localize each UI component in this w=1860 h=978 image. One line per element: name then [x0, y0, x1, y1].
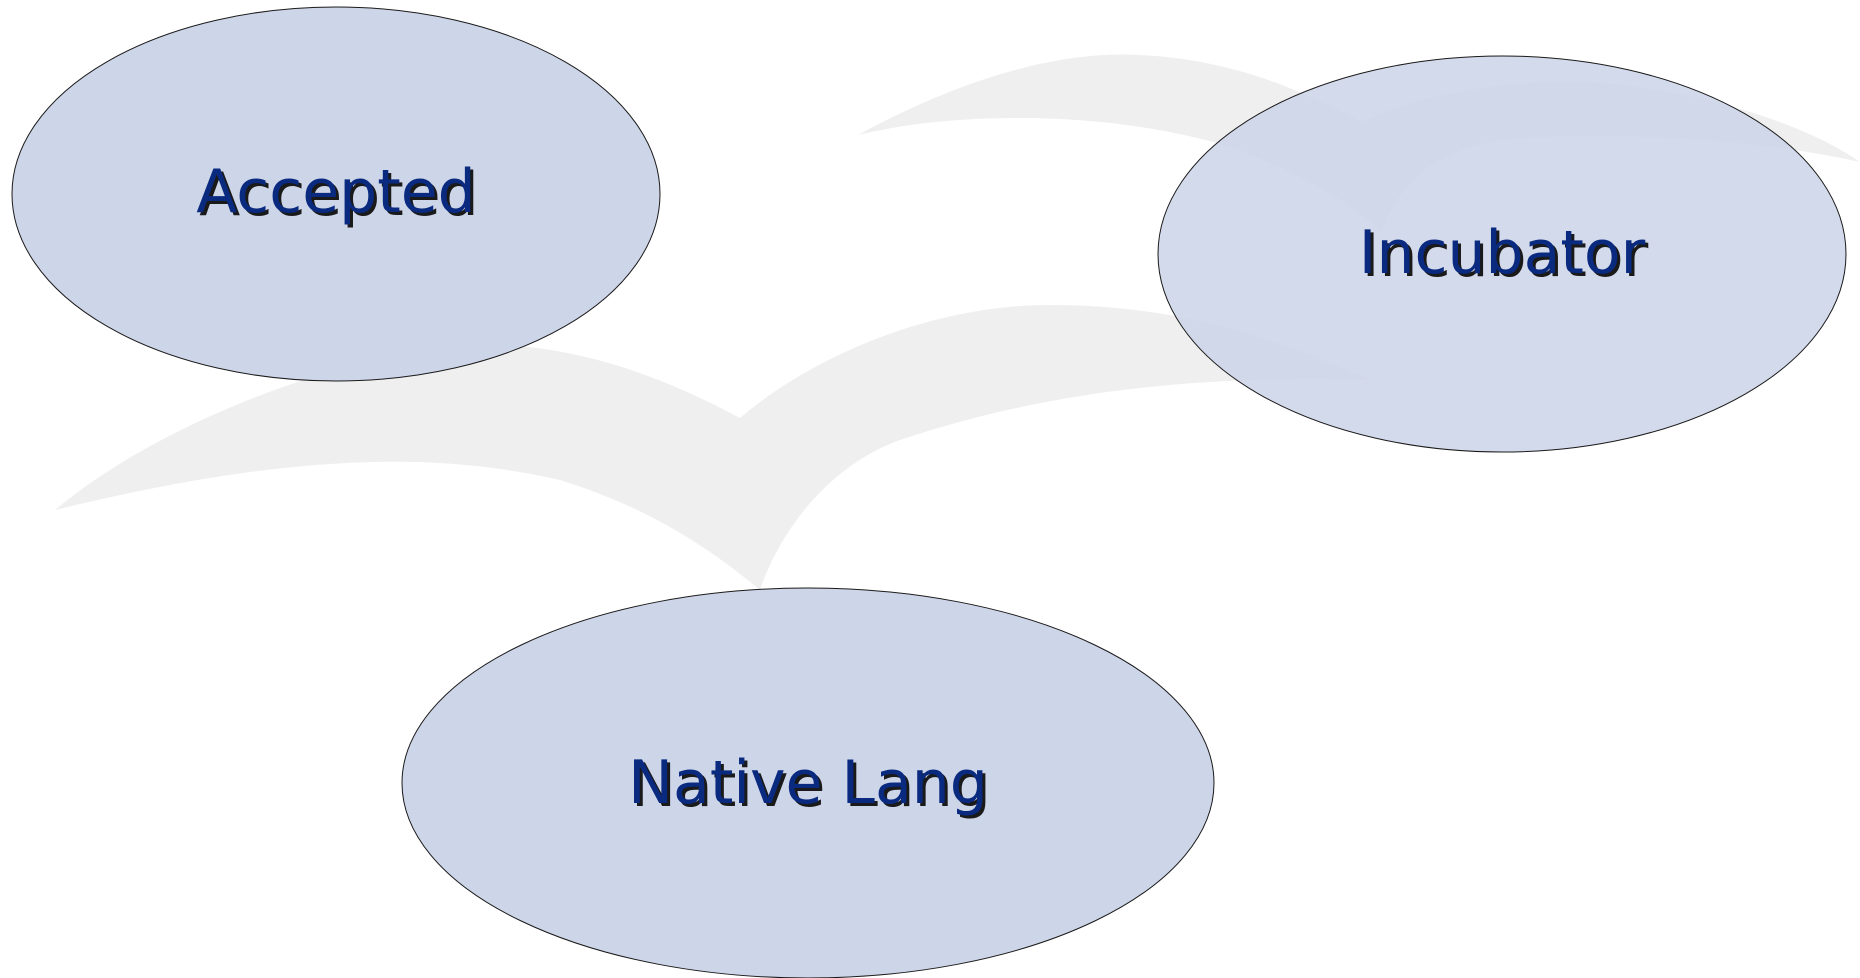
node-accepted-label: Accepted	[196, 157, 476, 227]
node-native-lang-label: Native Lang	[628, 748, 988, 818]
node-native-lang[interactable]: Native Lang Native Lang	[401, 587, 1215, 978]
node-incubator-shape	[1157, 55, 1847, 453]
node-native-lang-shape	[401, 587, 1215, 978]
node-accepted-label-shadow: Accepted	[199, 160, 479, 230]
node-incubator[interactable]: Incubator Incubator	[1157, 55, 1847, 453]
node-incubator-label: Incubator	[1359, 218, 1646, 288]
node-incubator-label-shadow: Incubator	[1362, 221, 1649, 291]
node-native-lang-label-shadow: Native Lang	[631, 751, 991, 821]
node-accepted[interactable]: Accepted Accepted	[11, 6, 661, 382]
node-accepted-shape	[11, 6, 661, 382]
